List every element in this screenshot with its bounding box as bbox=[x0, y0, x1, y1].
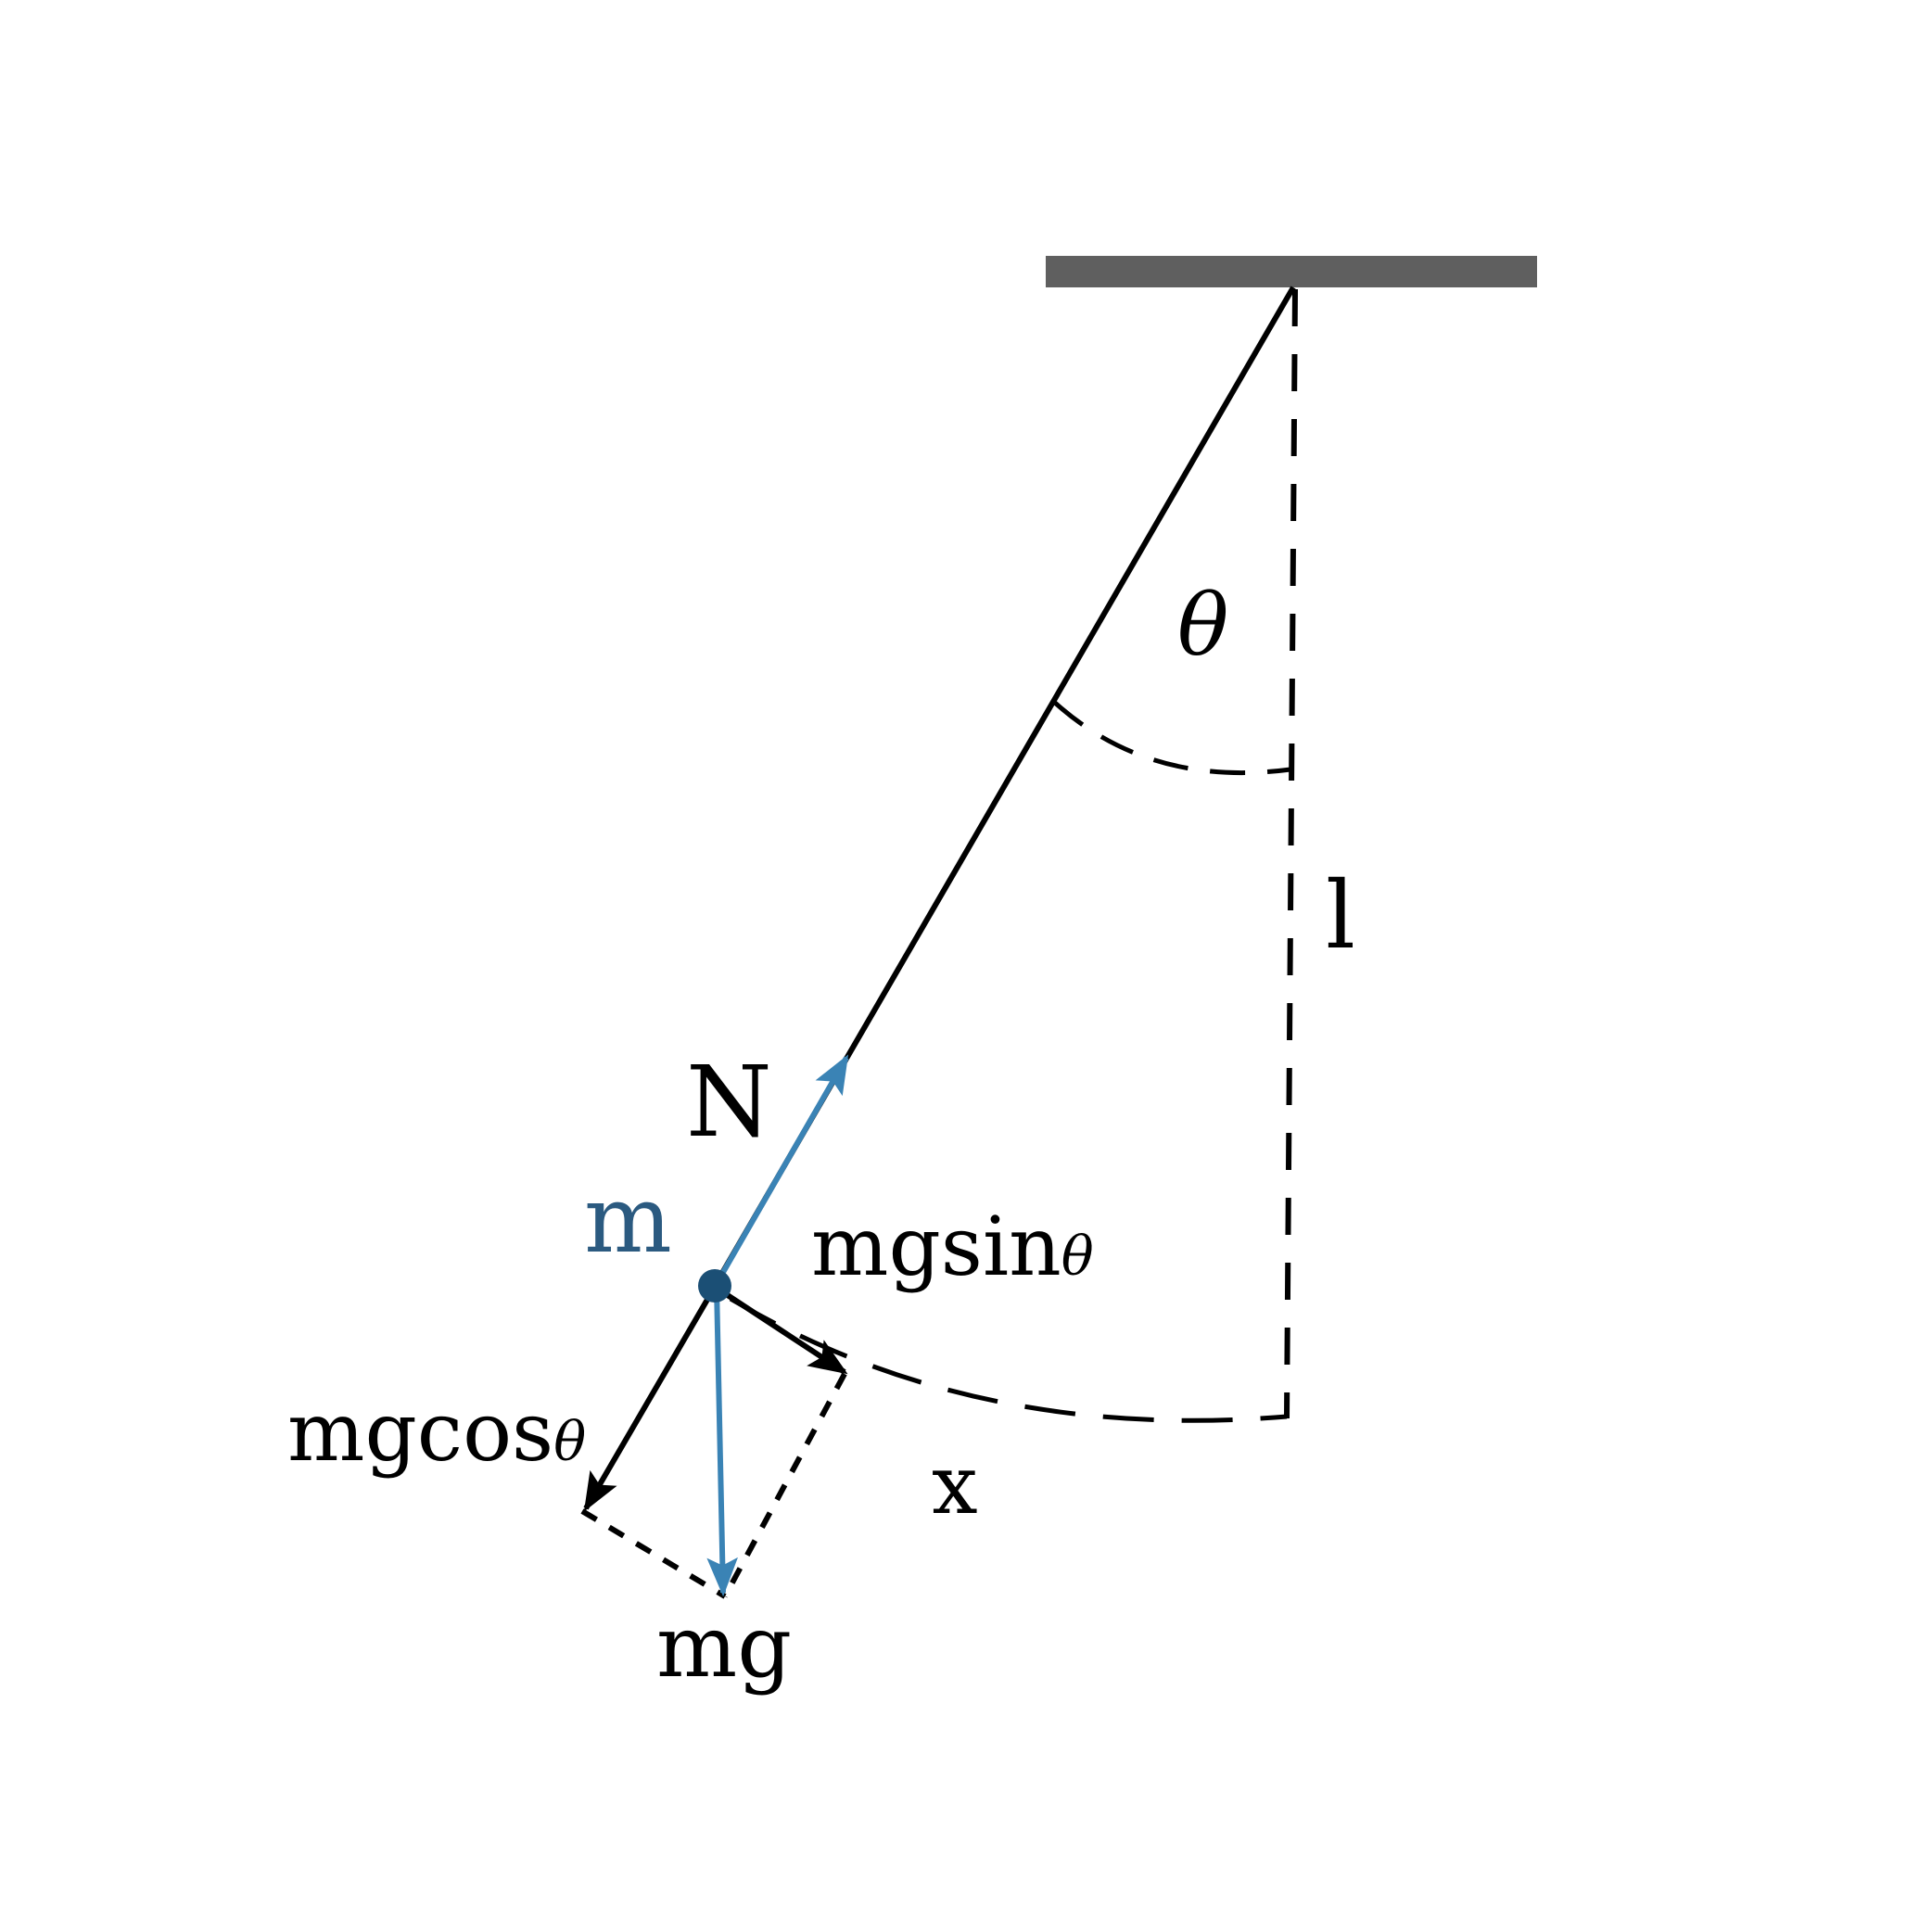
mass-bob bbox=[698, 1269, 731, 1303]
radial-force-label-text: mgcos bbox=[287, 1384, 553, 1480]
radial-force-arrow bbox=[583, 1285, 718, 1512]
tension-label: N bbox=[686, 1045, 772, 1159]
radial-force-label-theta: θ bbox=[553, 1410, 586, 1473]
displacement-label: x bbox=[932, 1437, 978, 1532]
tangential-force-label: mgsinθ bbox=[811, 1199, 1094, 1294]
parallelogram-edge-right bbox=[722, 1372, 847, 1598]
tangential-force-label-text: mgsin bbox=[811, 1199, 1061, 1294]
tangential-force-arrow bbox=[713, 1284, 848, 1375]
angle-label: θ bbox=[1177, 576, 1228, 675]
angle-arc bbox=[1053, 701, 1291, 776]
tension-force-arrow bbox=[712, 1054, 849, 1289]
tangential-force-label-theta: θ bbox=[1061, 1225, 1094, 1288]
length-label: l bbox=[1326, 861, 1355, 970]
weight-force-arrow bbox=[706, 1286, 738, 1597]
parallelogram-edge-left bbox=[580, 1508, 727, 1599]
mass-label: m bbox=[584, 1165, 672, 1274]
ceiling-bar bbox=[1046, 256, 1537, 287]
weight-label: mg bbox=[656, 1597, 792, 1697]
radial-force-label: mgcosθ bbox=[287, 1384, 586, 1480]
vertical-reference-line bbox=[1284, 288, 1298, 1419]
swing-arc bbox=[729, 1296, 1288, 1423]
